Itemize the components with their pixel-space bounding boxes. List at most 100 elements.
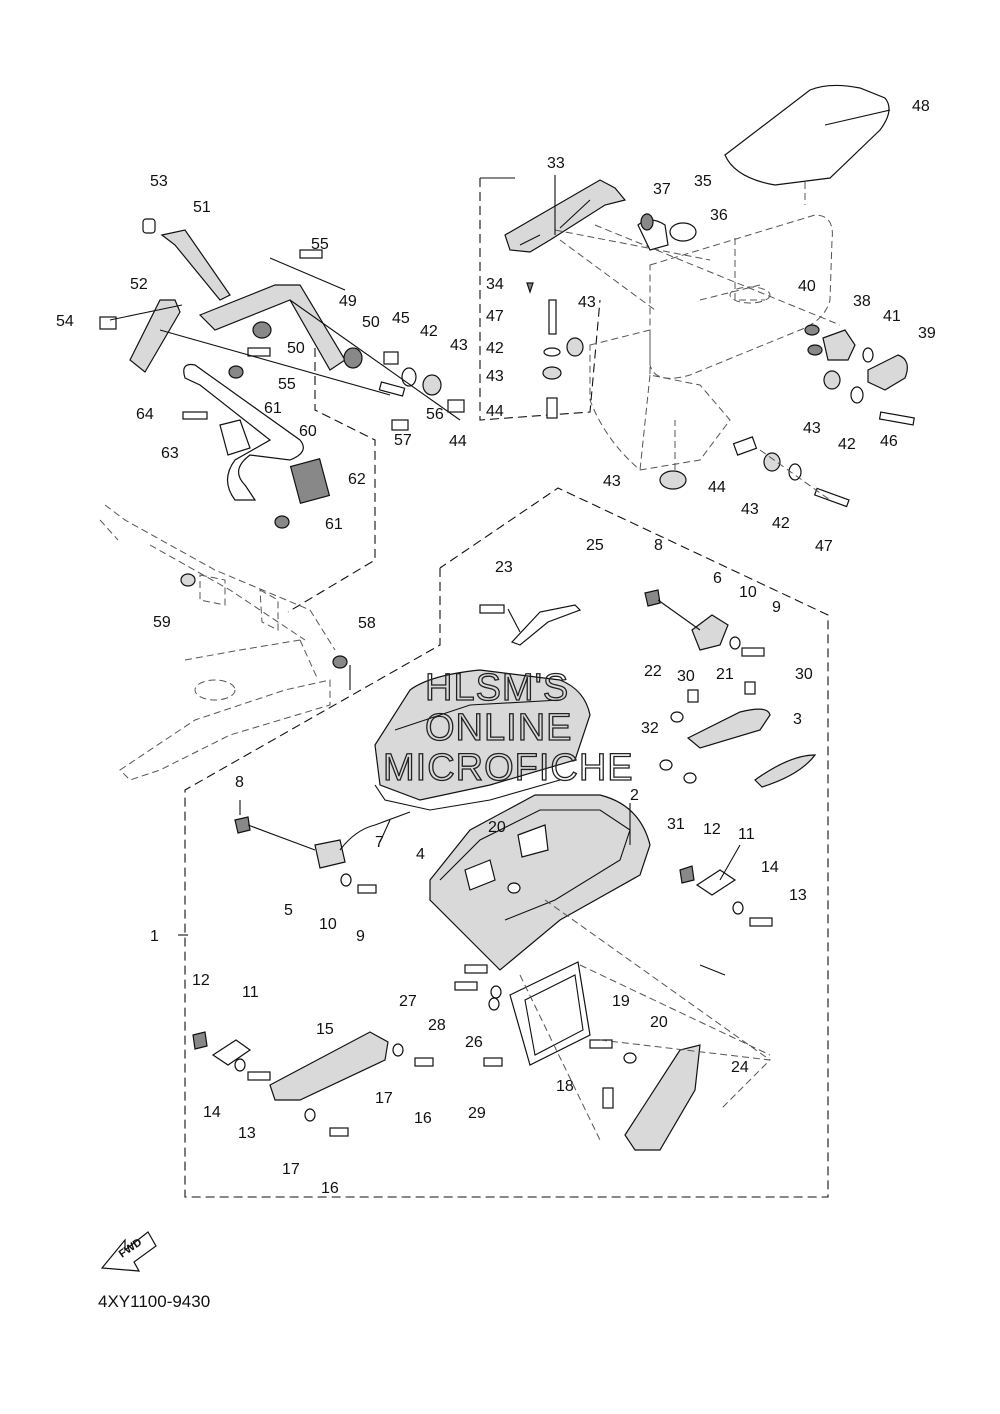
reflector-62 (289, 458, 331, 504)
bolt-61a (228, 365, 244, 379)
label-50-b: 50 (287, 340, 305, 357)
label-43-c: 43 (803, 420, 821, 437)
frame-ghost (99, 504, 336, 781)
bracket-11a (695, 869, 737, 896)
washer-17b (304, 1108, 316, 1122)
label-17-a: 17 (375, 1090, 393, 1107)
label-62: 62 (348, 471, 366, 488)
label-10-a: 10 (739, 584, 757, 601)
label-12-b: 12 (192, 972, 210, 989)
label-26: 26 (465, 1034, 483, 1051)
label-33: 33 (547, 155, 565, 172)
bolt-61b (274, 515, 290, 529)
label-49: 49 (339, 293, 357, 310)
label-20-a: 20 (488, 819, 506, 836)
plate-26 (509, 961, 591, 1066)
label-54: 54 (56, 313, 74, 330)
washer-42-right2 (788, 463, 802, 481)
label-1: 1 (150, 928, 159, 945)
bolt-64 (182, 411, 208, 420)
bracket-25 (510, 604, 582, 646)
spacer-44-right (732, 436, 758, 456)
cap-50b (343, 347, 363, 369)
cover-12b (192, 1031, 208, 1050)
bolt-55a (299, 249, 323, 259)
bolt-19 (589, 1039, 613, 1049)
diagram-code: 4XY1100-9430 (98, 1292, 210, 1311)
tape-30b (744, 681, 756, 695)
label-43-f: 43 (450, 337, 468, 354)
bolt-47-lower (813, 487, 850, 508)
bolt-18 (602, 1087, 614, 1109)
label-34: 34 (486, 276, 504, 293)
label-9-b: 9 (356, 928, 365, 945)
bracket-38 (822, 329, 856, 361)
label-2: 2 (630, 787, 639, 804)
watermark-line-3: MICROFICHE (383, 747, 634, 789)
guard-60 (183, 363, 304, 501)
label-61-a: 61 (264, 400, 282, 417)
stay-15 (269, 1031, 389, 1101)
bolt-55b (247, 347, 271, 357)
nut-59 (180, 573, 196, 587)
washer-22 (670, 711, 684, 723)
label-16-a: 16 (414, 1110, 432, 1127)
bolt-57 (391, 419, 409, 431)
grommet-20a (507, 882, 521, 894)
label-42-c: 42 (772, 515, 790, 532)
label-24: 24 (731, 1059, 749, 1076)
label-4: 4 (416, 846, 425, 863)
label-29: 29 (468, 1105, 486, 1122)
label-21: 21 (716, 666, 734, 683)
washer-41 (862, 347, 874, 363)
case-bracket-a (464, 859, 496, 891)
cable-7 (339, 811, 411, 851)
bolt-56 (378, 381, 406, 397)
label-28: 28 (428, 1017, 446, 1034)
label-46: 46 (880, 433, 898, 450)
spacer-44-left (447, 399, 465, 413)
label-9-a: 9 (772, 599, 781, 616)
label-23: 23 (495, 559, 513, 576)
label-18: 18 (556, 1078, 574, 1095)
label-15: 15 (316, 1021, 334, 1038)
hinge-5 (314, 839, 346, 869)
washer-32 (659, 759, 673, 771)
label-64: 64 (136, 406, 154, 423)
bolt-16a (414, 1057, 434, 1067)
label-12-a: 12 (703, 821, 721, 838)
label-50-a: 50 (362, 314, 380, 331)
damper-43-left (422, 374, 442, 396)
bracket-11b (211, 1039, 252, 1066)
label-13-b: 13 (238, 1125, 256, 1142)
bracket-49 (198, 284, 346, 371)
label-53: 53 (150, 173, 168, 190)
washer-14a (732, 901, 744, 915)
label-17-b: 17 (282, 1161, 300, 1178)
washer-20b (623, 1052, 637, 1064)
bolt-13a (749, 917, 773, 927)
molding-3 (754, 754, 817, 788)
bolt-13b (247, 1071, 271, 1081)
label-13-a: 13 (789, 887, 807, 904)
label-32: 32 (641, 720, 659, 737)
label-56: 56 (426, 406, 444, 423)
label-25: 25 (586, 537, 604, 554)
cap-50a (252, 321, 272, 339)
label-61-b: 61 (325, 516, 343, 533)
damper-43-right2 (763, 452, 781, 472)
label-31: 31 (667, 816, 685, 833)
label-43-e: 43 (741, 501, 759, 518)
label-3: 3 (793, 711, 802, 728)
bolt-9a (741, 647, 765, 657)
watermark: HLSM'S ONLINE MICROFICHE (382, 666, 634, 789)
screw-29 (483, 1057, 503, 1067)
label-22: 22 (644, 663, 662, 680)
label-51: 51 (193, 199, 211, 216)
label-38: 38 (853, 293, 871, 310)
plate-39 (867, 354, 908, 391)
label-20-b: 20 (650, 1014, 668, 1031)
damper-43-mid (542, 366, 562, 380)
holder-63 (219, 419, 251, 456)
washer-42-right (850, 386, 864, 404)
